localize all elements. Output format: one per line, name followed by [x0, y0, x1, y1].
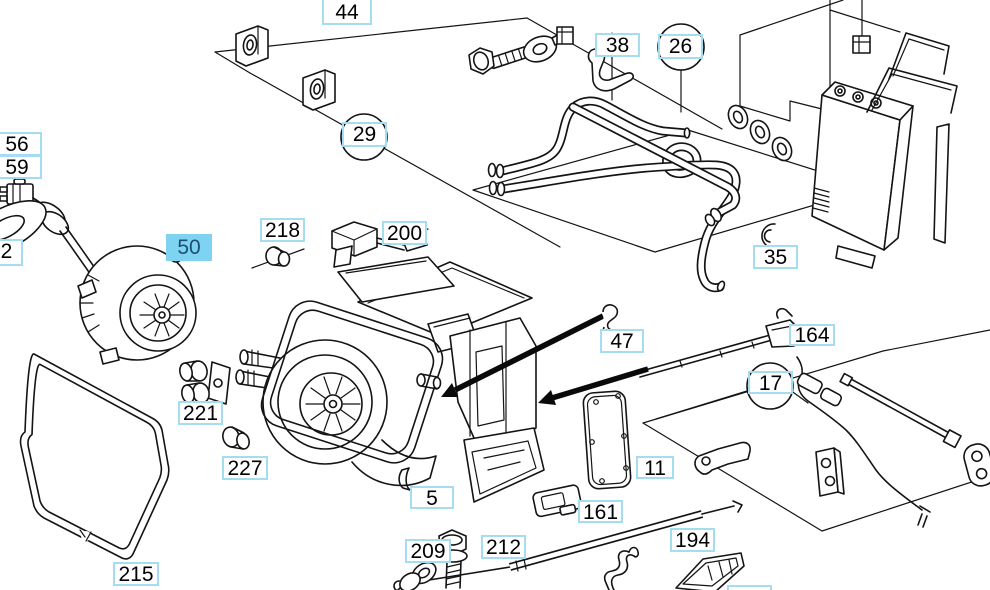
part-label-5[interactable]: 5 [410, 486, 454, 509]
part-label-218[interactable]: 218 [260, 218, 305, 242]
heater-hoses [489, 101, 737, 292]
part-label-200[interactable]: 200 [382, 221, 427, 245]
insulation-plate-11 [583, 391, 632, 490]
footwell-outlet [464, 428, 544, 502]
part-label-35[interactable]: 35 [753, 245, 798, 269]
part-label-17[interactable]: 17 [748, 371, 793, 394]
lever-bracket-bottom [605, 548, 639, 590]
part-161 [532, 484, 583, 520]
part-label-38[interactable]: 38 [595, 33, 640, 57]
rubber-mounts-44 [236, 26, 335, 110]
grommet-227 [221, 425, 251, 450]
clevis-link-right-edge [961, 441, 990, 488]
callout-circle-29 [341, 114, 387, 160]
part-label-26[interactable]: 26 [658, 34, 703, 59]
y-bracket [695, 442, 750, 474]
bolt-top-center [469, 47, 528, 74]
part-label-227[interactable]: 227 [222, 456, 268, 480]
vent-grille-bottom [676, 553, 744, 590]
part-label-47[interactable]: 47 [600, 329, 644, 353]
part-label-cutoff-bottom[interactable] [727, 585, 772, 590]
seal-frame [256, 295, 448, 468]
pointer-arrow-lower [538, 369, 648, 405]
part-label-161[interactable]: 161 [578, 500, 623, 523]
part-label-50-selected[interactable]: 50 [166, 234, 212, 261]
part-label-194[interactable]: 194 [670, 528, 715, 552]
part-label-209[interactable]: 209 [405, 539, 451, 563]
part-label-215[interactable]: 215 [113, 562, 159, 586]
callout-circle-17 [747, 363, 793, 409]
callout-circles [341, 24, 793, 409]
heater-core [812, 33, 957, 268]
intake-duct [338, 257, 454, 302]
fan-spokes [140, 294, 184, 336]
control-cable-right [796, 357, 930, 527]
grommet-218 [266, 247, 290, 266]
part-label-56[interactable]: 56 [0, 132, 42, 156]
clip-5 [399, 468, 410, 490]
gasket-215 [21, 354, 169, 559]
part-label-59[interactable]: 59 [0, 155, 42, 179]
bowden-cable-194 [394, 501, 742, 590]
grommets-221 [178, 360, 230, 405]
part-label-212[interactable]: 212 [481, 535, 526, 559]
heater-box-assembly [236, 257, 544, 502]
pointer-arrow-upper [441, 316, 603, 397]
bracket-plate-right [816, 448, 844, 496]
part-label-2[interactable]: 2 [0, 239, 23, 266]
part-label-29[interactable]: 29 [342, 122, 387, 147]
part-label-11[interactable]: 11 [636, 456, 674, 479]
o-rings [725, 102, 795, 163]
part-label-44[interactable]: 44 [322, 0, 372, 25]
hose-clip-38 [588, 49, 633, 91]
square-nut-top [557, 27, 573, 44]
blower-motor-50 [78, 246, 196, 364]
part-label-164[interactable]: 164 [789, 324, 835, 346]
blower-wheel-spokes [306, 377, 360, 431]
screw-washers-bottom-left [393, 558, 440, 590]
guide-rod-right [840, 374, 961, 448]
panel-right [643, 330, 990, 531]
distribution-housing [450, 318, 536, 446]
part-label-221[interactable]: 221 [178, 401, 223, 425]
